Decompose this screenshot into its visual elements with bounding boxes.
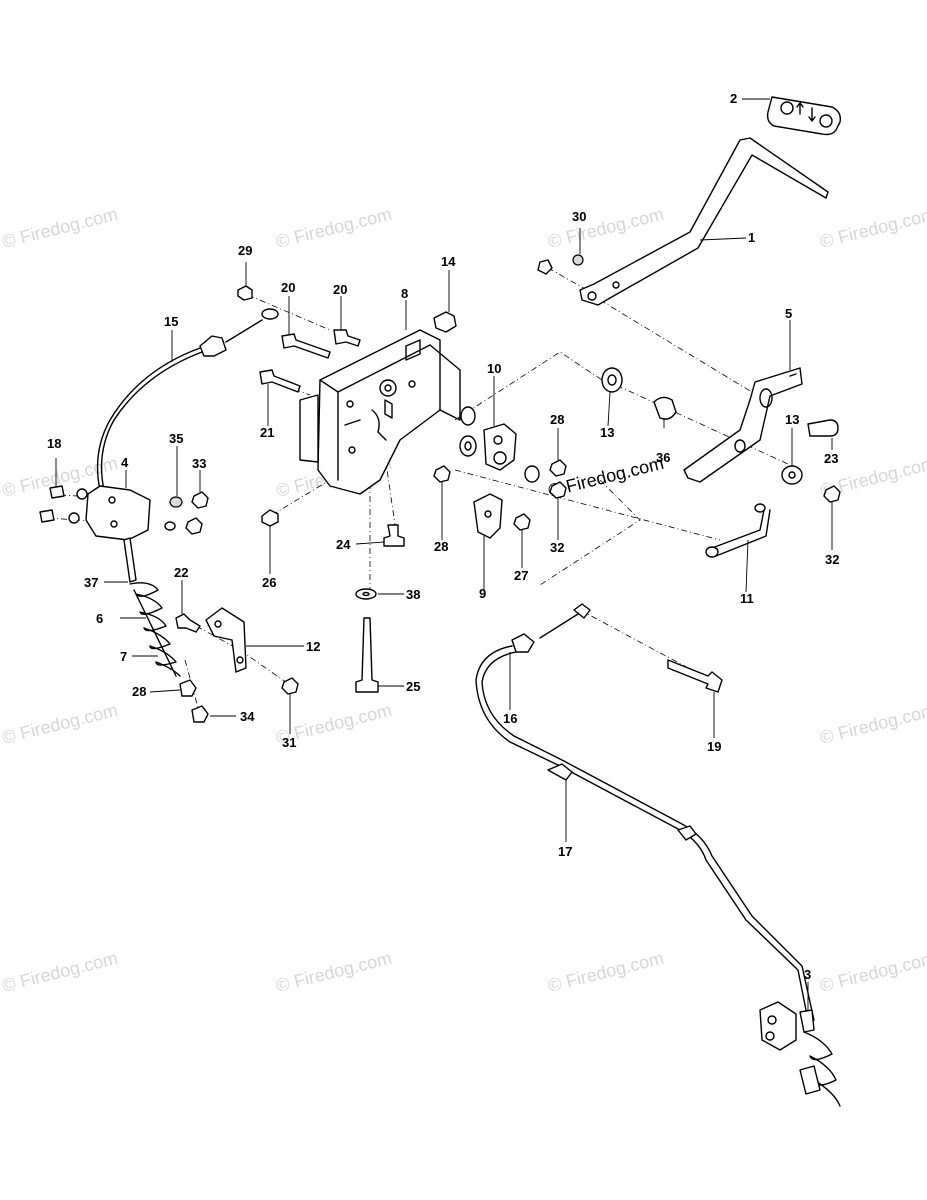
callout-21: 21 xyxy=(260,425,274,440)
bolt xyxy=(49,485,65,499)
callout-32a: 32 xyxy=(550,540,564,555)
callout-3: 3 xyxy=(804,967,811,982)
bolt xyxy=(261,509,279,527)
callout-17: 17 xyxy=(558,844,572,859)
long-bolt xyxy=(667,659,723,693)
callout-32b: 32 xyxy=(825,552,839,567)
callout-20a: 20 xyxy=(281,280,295,295)
callout-22: 22 xyxy=(174,565,188,580)
callout-15: 15 xyxy=(164,314,178,329)
lever-arm xyxy=(537,137,829,306)
washer xyxy=(76,488,88,500)
spring-assembly xyxy=(123,537,209,723)
watermark: © Firedog.com xyxy=(546,948,666,996)
callout-31: 31 xyxy=(282,735,296,750)
watermark: © Firedog.com xyxy=(0,204,120,252)
nut xyxy=(281,677,299,695)
bolt xyxy=(175,613,201,633)
callout-18: 18 xyxy=(47,436,61,451)
callout-5: 5 xyxy=(785,306,792,321)
callout-37: 37 xyxy=(84,575,98,590)
callout-13b: 13 xyxy=(785,412,799,427)
watermark: © Firedog.com xyxy=(0,948,120,996)
bolt xyxy=(281,333,331,359)
watermark: © Firedog.com xyxy=(546,204,666,252)
washer xyxy=(781,465,803,485)
bracket-plate xyxy=(473,493,503,539)
callout-14: 14 xyxy=(441,254,456,269)
clip xyxy=(433,311,457,333)
callout-9: 9 xyxy=(479,586,486,601)
callout-11: 11 xyxy=(740,591,754,606)
watermark: © Firedog.com xyxy=(0,700,120,748)
watermark: © Firedog.com xyxy=(274,204,394,252)
leader-lines xyxy=(55,98,833,1010)
washer xyxy=(164,521,176,531)
callout-2: 2 xyxy=(730,91,737,106)
bolt xyxy=(39,509,55,523)
callout-16: 16 xyxy=(503,711,517,726)
callout-19: 19 xyxy=(707,739,721,754)
callout-13a: 13 xyxy=(600,425,614,440)
watermark: © Firedog.com xyxy=(818,204,927,252)
nut xyxy=(549,459,567,477)
callout-20b: 20 xyxy=(333,282,347,297)
washer xyxy=(169,496,183,508)
long-bolt xyxy=(355,617,379,693)
nut xyxy=(185,517,203,535)
callout-7: 7 xyxy=(120,649,127,664)
callout-35: 35 xyxy=(169,431,183,446)
cable-upper xyxy=(96,308,279,491)
callout-36: 36 xyxy=(656,450,670,465)
washer xyxy=(601,367,623,393)
callout-8: 8 xyxy=(401,286,408,301)
callout-34: 34 xyxy=(240,709,255,724)
watermark: © Firedog.com xyxy=(818,700,927,748)
callout-30: 30 xyxy=(572,209,586,224)
callout-1: 1 xyxy=(748,230,755,245)
cable-lower xyxy=(475,603,841,1107)
washer xyxy=(572,254,584,266)
nut xyxy=(823,485,841,503)
watermark: © Firedog.com xyxy=(818,948,927,996)
mounting-bracket xyxy=(299,329,461,495)
washer xyxy=(68,512,80,524)
callout-38: 38 xyxy=(406,587,420,602)
bushing xyxy=(653,396,677,420)
screw xyxy=(383,524,405,547)
callout-23: 23 xyxy=(824,451,838,466)
label-plate xyxy=(766,96,842,136)
callout-10: 10 xyxy=(487,361,501,376)
callout-12: 12 xyxy=(306,639,320,654)
bolt xyxy=(259,369,301,393)
callout-24: 24 xyxy=(336,537,351,552)
shift-arm xyxy=(683,367,803,483)
callout-27: 27 xyxy=(514,568,528,583)
callout-26: 26 xyxy=(262,575,276,590)
link-rod xyxy=(705,503,771,558)
callout-33: 33 xyxy=(192,456,206,471)
callout-6: 6 xyxy=(96,611,103,626)
nut xyxy=(433,465,451,483)
callout-29: 29 xyxy=(238,243,252,258)
angle-bracket xyxy=(205,607,247,673)
callouts: 1 2 3 4 5 6 7 8 9 10 11 12 13 13 14 15 1… xyxy=(47,91,839,982)
washer xyxy=(355,588,377,600)
watermark: © Firedog.com xyxy=(274,948,394,996)
washer xyxy=(524,465,540,483)
bolt xyxy=(333,329,361,347)
callout-28c: 28 xyxy=(132,684,146,699)
pivot-plate xyxy=(459,406,517,471)
callout-28a: 28 xyxy=(550,412,564,427)
nut xyxy=(237,285,253,301)
nut xyxy=(549,481,567,499)
cable-bracket xyxy=(39,485,209,541)
callout-28b: 28 xyxy=(434,539,448,554)
clevis-pin xyxy=(807,419,839,437)
nut xyxy=(191,491,209,509)
nut xyxy=(513,513,531,531)
callout-25: 25 xyxy=(406,679,420,694)
callout-4: 4 xyxy=(121,455,129,470)
